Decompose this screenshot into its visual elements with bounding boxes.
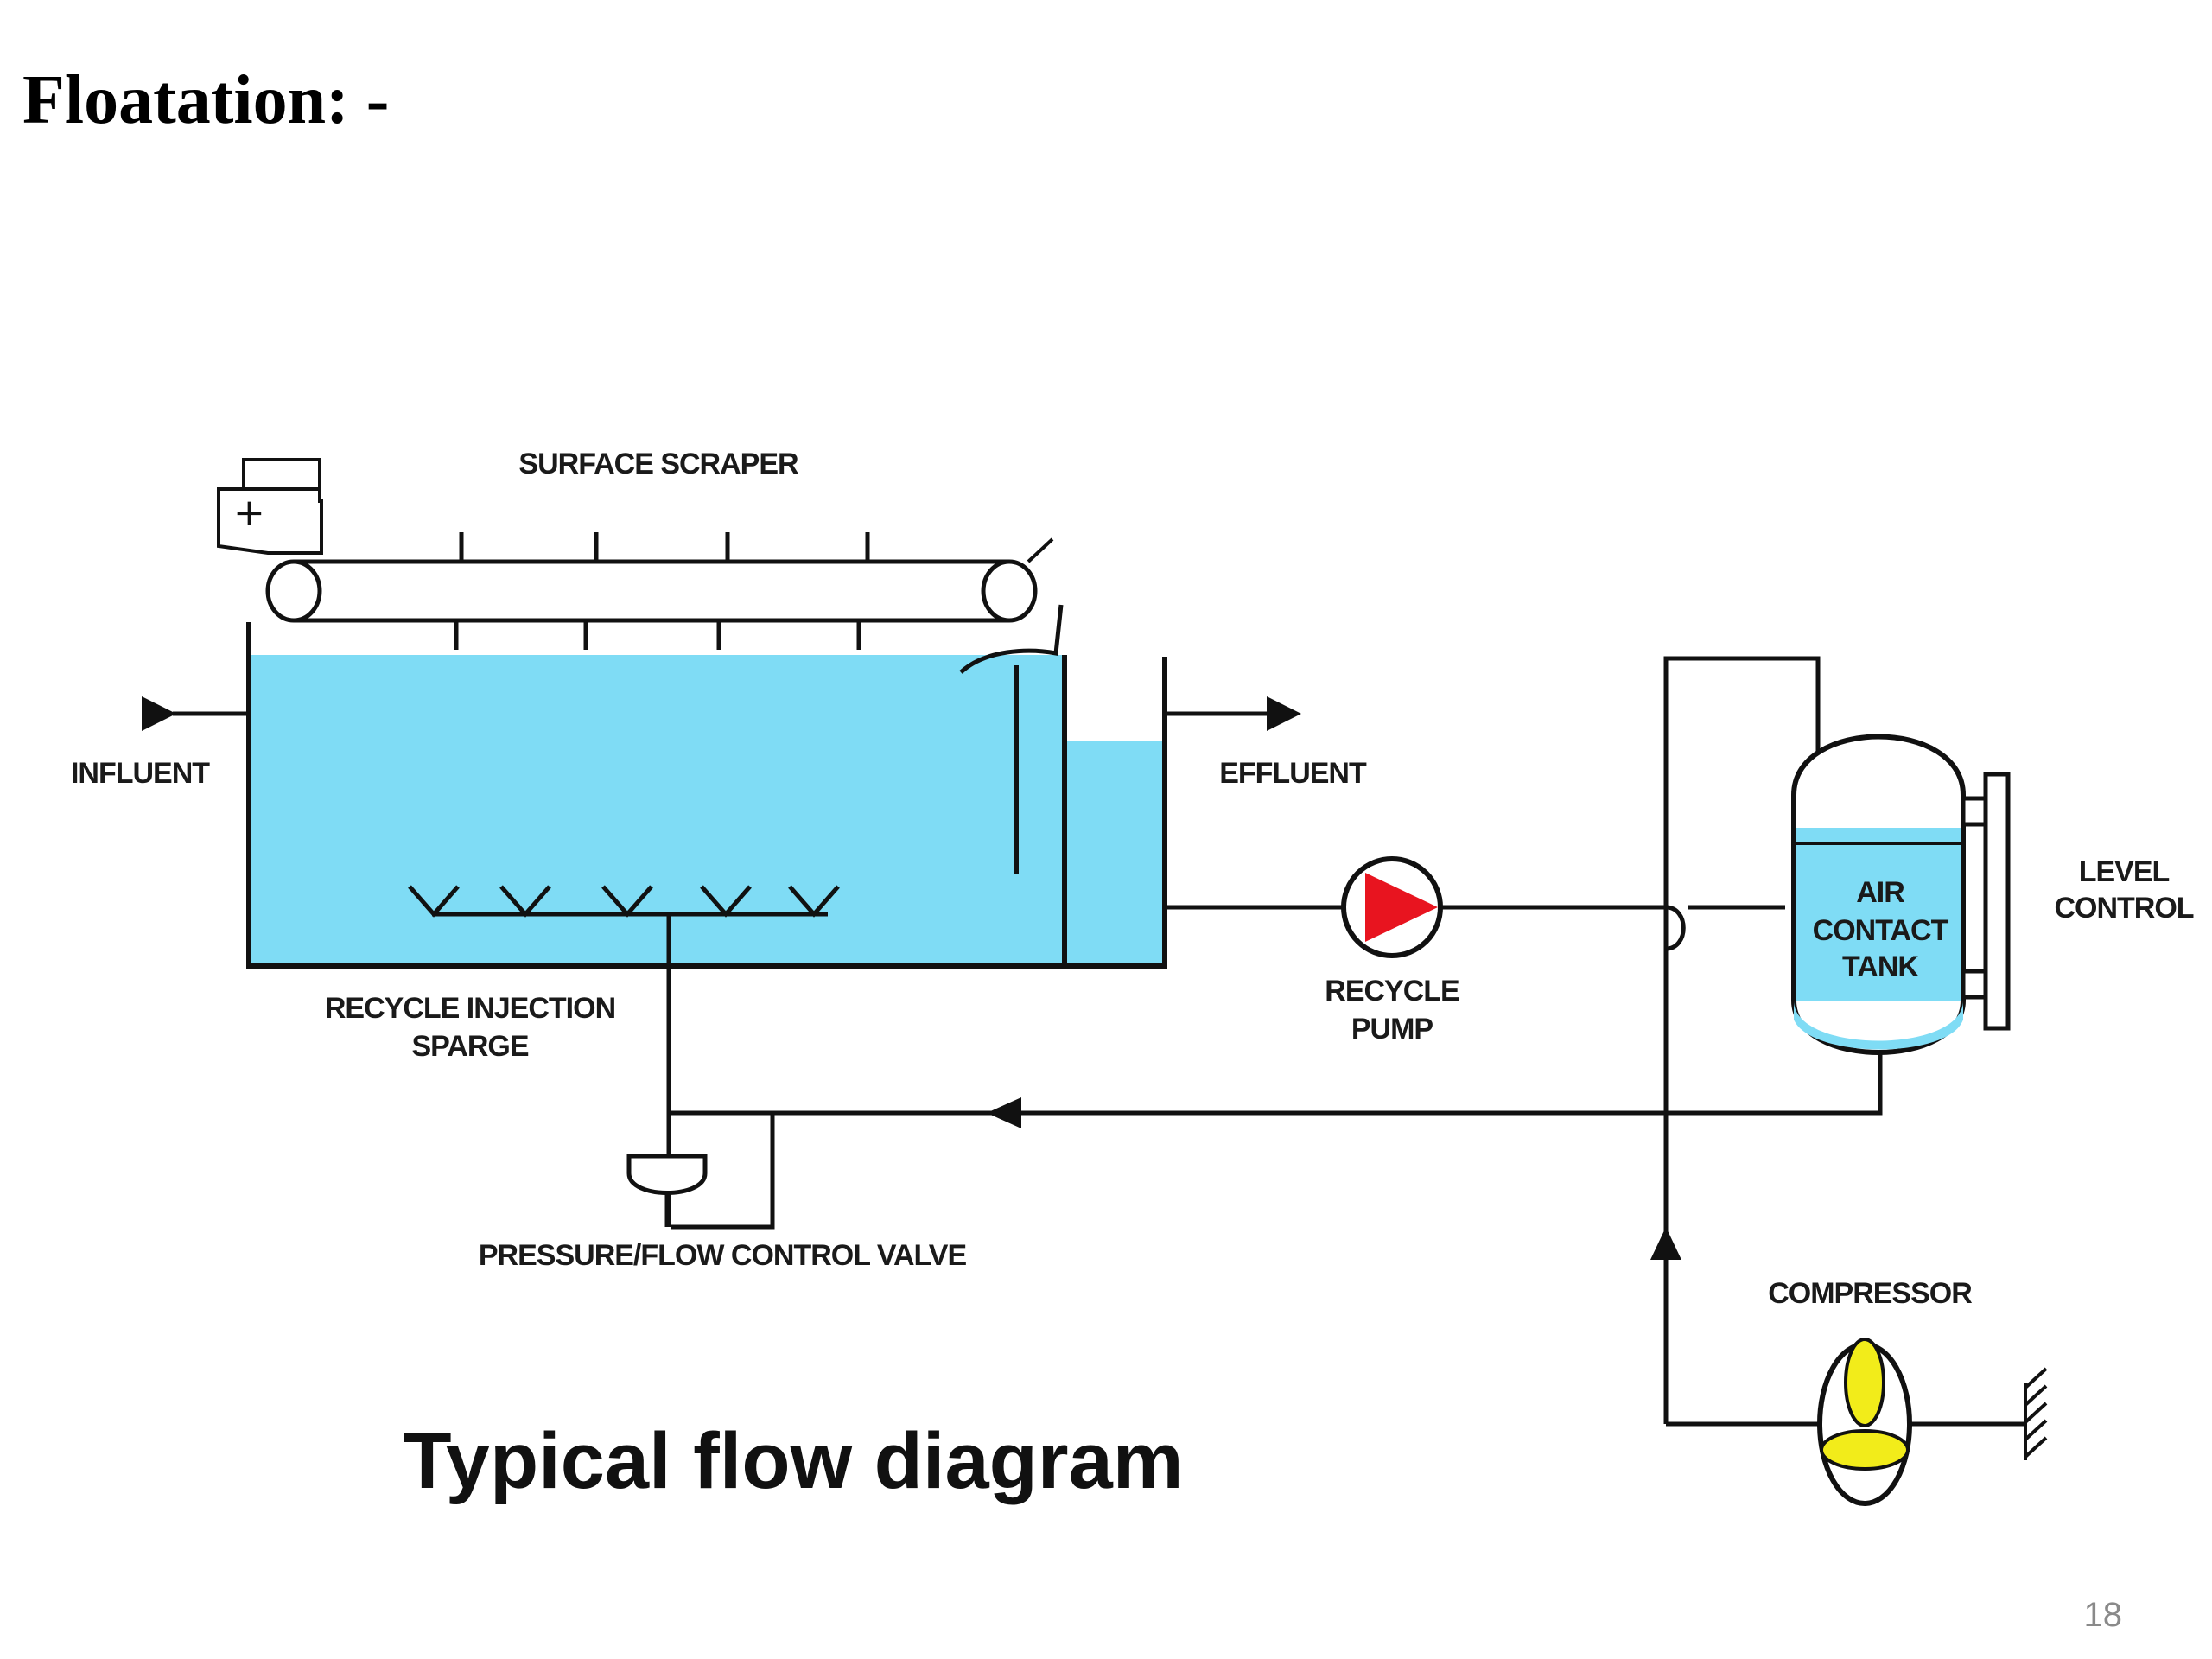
level-control-gauge [1961,772,2011,1031]
tank-shell [1791,734,1966,1055]
pipe-return [671,1054,1883,1116]
air-flow-arrow [1650,1227,1681,1260]
pipe-pump-to-tank [1436,905,1785,951]
slide-title: Floatation: - [22,62,390,138]
diagram-caption: Typical flow diagram [403,1417,1183,1505]
compressor-lower-lobe [1820,1429,1910,1471]
compressor-upper-lobe [1844,1338,1885,1427]
label-recycle-pump-2: PUMP [1351,1013,1433,1046]
air-line [1663,656,2025,1427]
label-air-contact-1: AIR [1856,876,1904,909]
sparge-nozzles [408,885,840,918]
scraper-drive-housing [217,458,323,555]
pressure-control-valve [626,1154,708,1227]
air-contact-tank [1791,734,1966,1059]
label-recycle-injection-2: SPARGE [411,1030,528,1063]
air-supply-pipe [1663,656,1821,1424]
recycle-pump [1341,856,1443,958]
effluent-chamber-water [1065,741,1163,964]
label-recycle-pump-1: RECYCLE [1325,975,1459,1007]
pump-play-icon [1365,873,1438,942]
surface-scraper: + [217,458,1054,650]
label-influent: INFLUENT [71,757,210,790]
return-arrow [987,1097,1021,1128]
label-level-control-2: CONTROL [2054,892,2193,925]
flotation-tank [246,604,1167,969]
recycle-loop [671,905,1883,1230]
scraper-pulley-right [981,559,1038,623]
page-number: 18 [2084,1596,2123,1634]
influent-arrow [142,696,249,731]
label-pressure-valve: PRESSURE/FLOW CONTROL VALVE [479,1239,967,1272]
valve-bypass [671,1110,775,1230]
plus-icon: + [233,491,265,535]
ground-icon [2024,1367,2048,1460]
effluent-arrow [1165,696,1301,731]
label-air-contact-2: CONTACT [1813,914,1949,947]
tank-water [249,655,1063,964]
label-effluent: EFFLUENT [1219,757,1367,790]
label-surface-scraper: SURFACE SCRAPER [518,448,798,480]
tank-walls [246,622,1167,969]
scraper-pulley-left [265,559,322,623]
label-level-control-1: LEVEL [2079,855,2170,888]
label-recycle-injection-1: RECYCLE INJECTION [325,992,615,1025]
label-compressor: COMPRESSOR [1768,1277,1972,1310]
label-air-contact-3: TANK [1842,950,1919,983]
compressor [1817,1338,2048,1506]
float-skimmer-lip [959,604,1064,674]
